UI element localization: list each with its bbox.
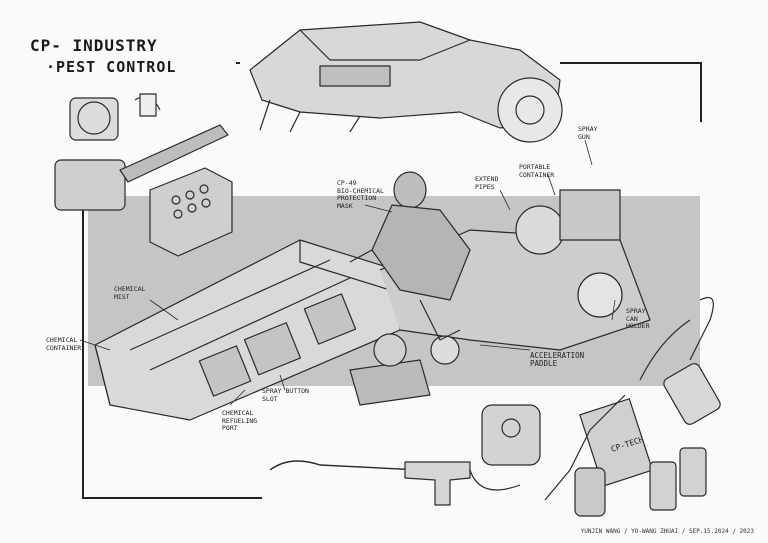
frame-topright-line: [560, 62, 700, 64]
title-line2: ·PEST CONTROL: [46, 58, 177, 76]
label-cp49-mask: CP-49 BIO-CHEMICAL PROTECTION MASK: [337, 179, 384, 210]
label-spray-gun: SPRAY GUN: [578, 125, 598, 141]
label-portable-container: PORTABLE CONTAINER: [519, 163, 555, 179]
main-vehicle-sketch: [94, 189, 651, 421]
tank-block-sketch: [149, 167, 233, 257]
frame-top-line: [236, 62, 240, 64]
label-chemical-mist: CHEMICAL MIST: [114, 285, 146, 301]
label-chemical-container: CHEMICAL CONTAINER: [46, 336, 82, 352]
artist-signature: YUNJIN WANG / YO-WANG ZHUAI / SEP.15.202…: [580, 528, 754, 535]
label-spray-cam-holder: SPRAY CAN HOLDER: [626, 307, 650, 330]
label-spray-button-slot: SPRAY BUTTON SLOT: [262, 387, 309, 403]
frame-left-line: [82, 198, 84, 498]
bottom-props-sketch: [269, 296, 721, 517]
annotation-leaders: [79, 139, 616, 406]
title-line1: CP- INDUSTRY: [30, 36, 158, 55]
rider-sketch: [349, 171, 471, 341]
hose-reel-sketch: [54, 93, 229, 211]
label-acceleration-paddle: ACCELERATION PADDLE: [530, 351, 585, 368]
label-chemical-refueling-port: CHEMICAL REFUELING PORT: [222, 409, 258, 432]
side-view-vehicle-sketch: [249, 21, 563, 143]
label-extend-pipes: EXTEND PIPES: [475, 175, 499, 191]
frame-right-line: [700, 62, 702, 122]
frame-bottom-line: [82, 497, 262, 499]
